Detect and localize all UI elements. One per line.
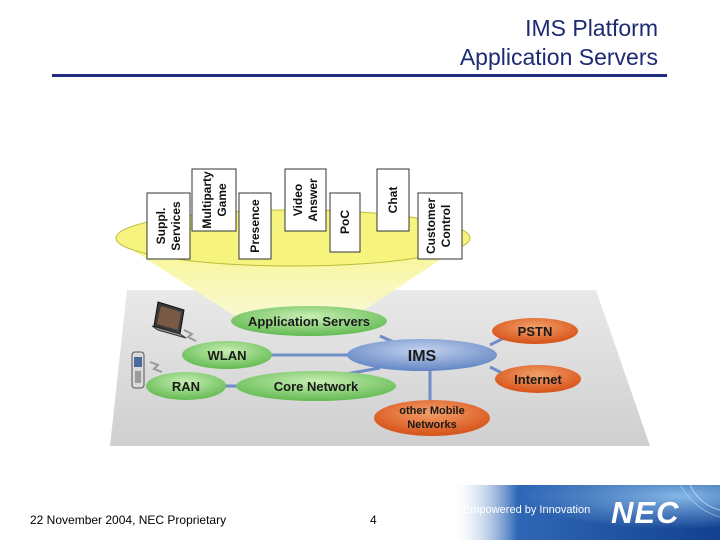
service-label-multiparty-2: Game	[215, 183, 229, 217]
laptop-icon	[151, 301, 187, 339]
service-box-customer	[417, 192, 463, 260]
label-ran: RAN	[172, 379, 200, 394]
service-label-multiparty-1: Multiparty	[200, 171, 214, 229]
label-pstn: PSTN	[518, 324, 553, 339]
title-rule	[52, 74, 667, 77]
slide-title: IMS Platform Application Servers	[460, 14, 658, 72]
service-label-customer-2: Control	[439, 205, 453, 248]
service-label-chat: Chat	[386, 187, 400, 214]
brand-tagline: Empowered by Innovation	[463, 504, 591, 516]
footer-text: 22 November 2004, NEC Proprietary	[30, 513, 227, 527]
service-box-presence	[238, 192, 272, 260]
service-label-customer-1: Customer	[424, 198, 438, 254]
label-other-mobile-2: Networks	[407, 419, 457, 431]
service-label-suppl-2: Services	[169, 201, 183, 251]
label-application-servers: Application Servers	[248, 314, 370, 329]
service-box-video	[284, 168, 327, 232]
service-label-video-1: Video	[291, 184, 305, 216]
service-box-suppl	[146, 192, 191, 260]
wireless-signal-1	[183, 329, 197, 342]
title-line-2: Application Servers	[459, 44, 658, 70]
node-ran	[146, 372, 226, 400]
node-pstn	[492, 318, 578, 344]
node-application-servers	[231, 306, 387, 336]
label-other-mobile-1: other Mobile	[399, 405, 464, 417]
node-core-network	[236, 371, 396, 401]
service-label-presence: Presence	[248, 199, 262, 253]
brand-banner	[450, 485, 720, 540]
brand-background	[450, 485, 720, 540]
title-line-1: IMS Platform	[525, 15, 658, 41]
label-core-network: Core Network	[274, 379, 359, 394]
mobile-phone-icon	[131, 351, 145, 389]
label-ims: IMS	[408, 348, 437, 365]
service-box-poc	[329, 192, 361, 253]
wireless-signal-2	[149, 361, 163, 373]
node-wlan	[182, 341, 272, 369]
node-internet	[495, 365, 581, 393]
label-internet: Internet	[514, 372, 562, 387]
service-label-poc: PoC	[338, 210, 352, 234]
service-box-multiparty	[191, 168, 237, 232]
label-wlan: WLAN	[208, 348, 247, 363]
service-label-video-2: Answer	[306, 178, 320, 222]
node-other-mobile-networks	[374, 400, 490, 436]
service-label-suppl-1: Suppl.	[154, 208, 168, 245]
service-box-chat	[376, 168, 410, 232]
service-boxes	[146, 168, 463, 260]
node-ims	[347, 339, 497, 371]
page-number: 4	[370, 513, 377, 527]
nec-logo: NEC	[611, 495, 680, 530]
